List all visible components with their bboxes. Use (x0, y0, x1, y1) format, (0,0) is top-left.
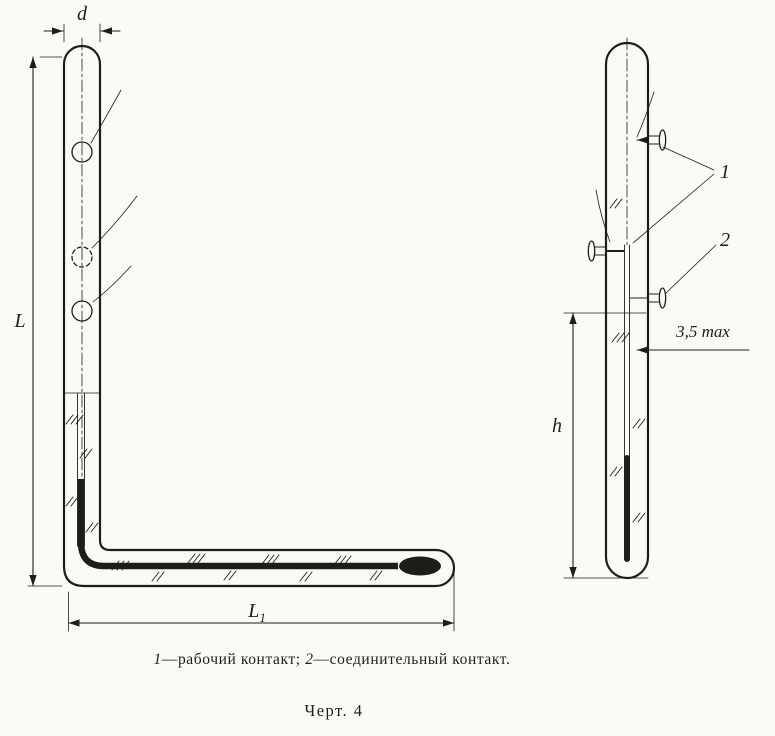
leader-curve-right-mid (595, 189, 611, 243)
figure-caption: 1—рабочий контакт; 2—соединительный конт… (153, 651, 510, 668)
straight-thermometer (563, 37, 750, 580)
leader-curve-contact-3 (92, 265, 132, 303)
dim-h-label: h (552, 415, 562, 437)
dimension-d (43, 23, 121, 43)
pin-left-stems (594, 246, 607, 256)
contact-circle-1 (71, 141, 93, 163)
callout-1-leader-a (662, 146, 715, 171)
dim-L-label: L (13, 310, 25, 332)
callout-2-label: 2 (720, 229, 730, 251)
pin-right-stems (647, 293, 661, 303)
connecting-contact-pin (629, 287, 667, 309)
leader-curve-contact-1 (90, 89, 122, 144)
glass-hatching-left (65, 414, 383, 582)
working-contact-pin-left (587, 240, 625, 262)
pin-top-stems (647, 135, 661, 145)
figure-number: Черт. 4 (304, 701, 363, 720)
leader-curve-contact-2 (91, 195, 138, 249)
contact-circle-2 (71, 246, 93, 268)
max-gap-label: 3,5 max (675, 322, 730, 341)
pin-left-head (587, 240, 596, 262)
dim-d-label: d (77, 3, 88, 25)
callout-1-label: 1 (720, 161, 730, 183)
angle-thermometer (27, 23, 456, 632)
left-tube-outline (62, 44, 456, 588)
dimension-L (27, 56, 63, 587)
leader-curve-right-top (636, 91, 655, 138)
callout-2-leader (665, 244, 717, 294)
dimension-h (563, 312, 649, 579)
callout-1-leader-b (632, 173, 715, 244)
contact-circle-3 (71, 300, 93, 322)
dimension-L1 (67, 571, 455, 632)
pin-right-head (658, 287, 667, 309)
working-contact-pin-top (636, 129, 667, 151)
glass-hatching-right (609, 198, 646, 523)
mercury-bulb (399, 556, 441, 576)
right-tube-outline (604, 41, 650, 580)
mercury-column (77, 479, 398, 570)
pin-top-head (658, 129, 667, 151)
dim-L1-label: L1 (247, 600, 266, 625)
dim-d-extension-lines (63, 23, 101, 43)
